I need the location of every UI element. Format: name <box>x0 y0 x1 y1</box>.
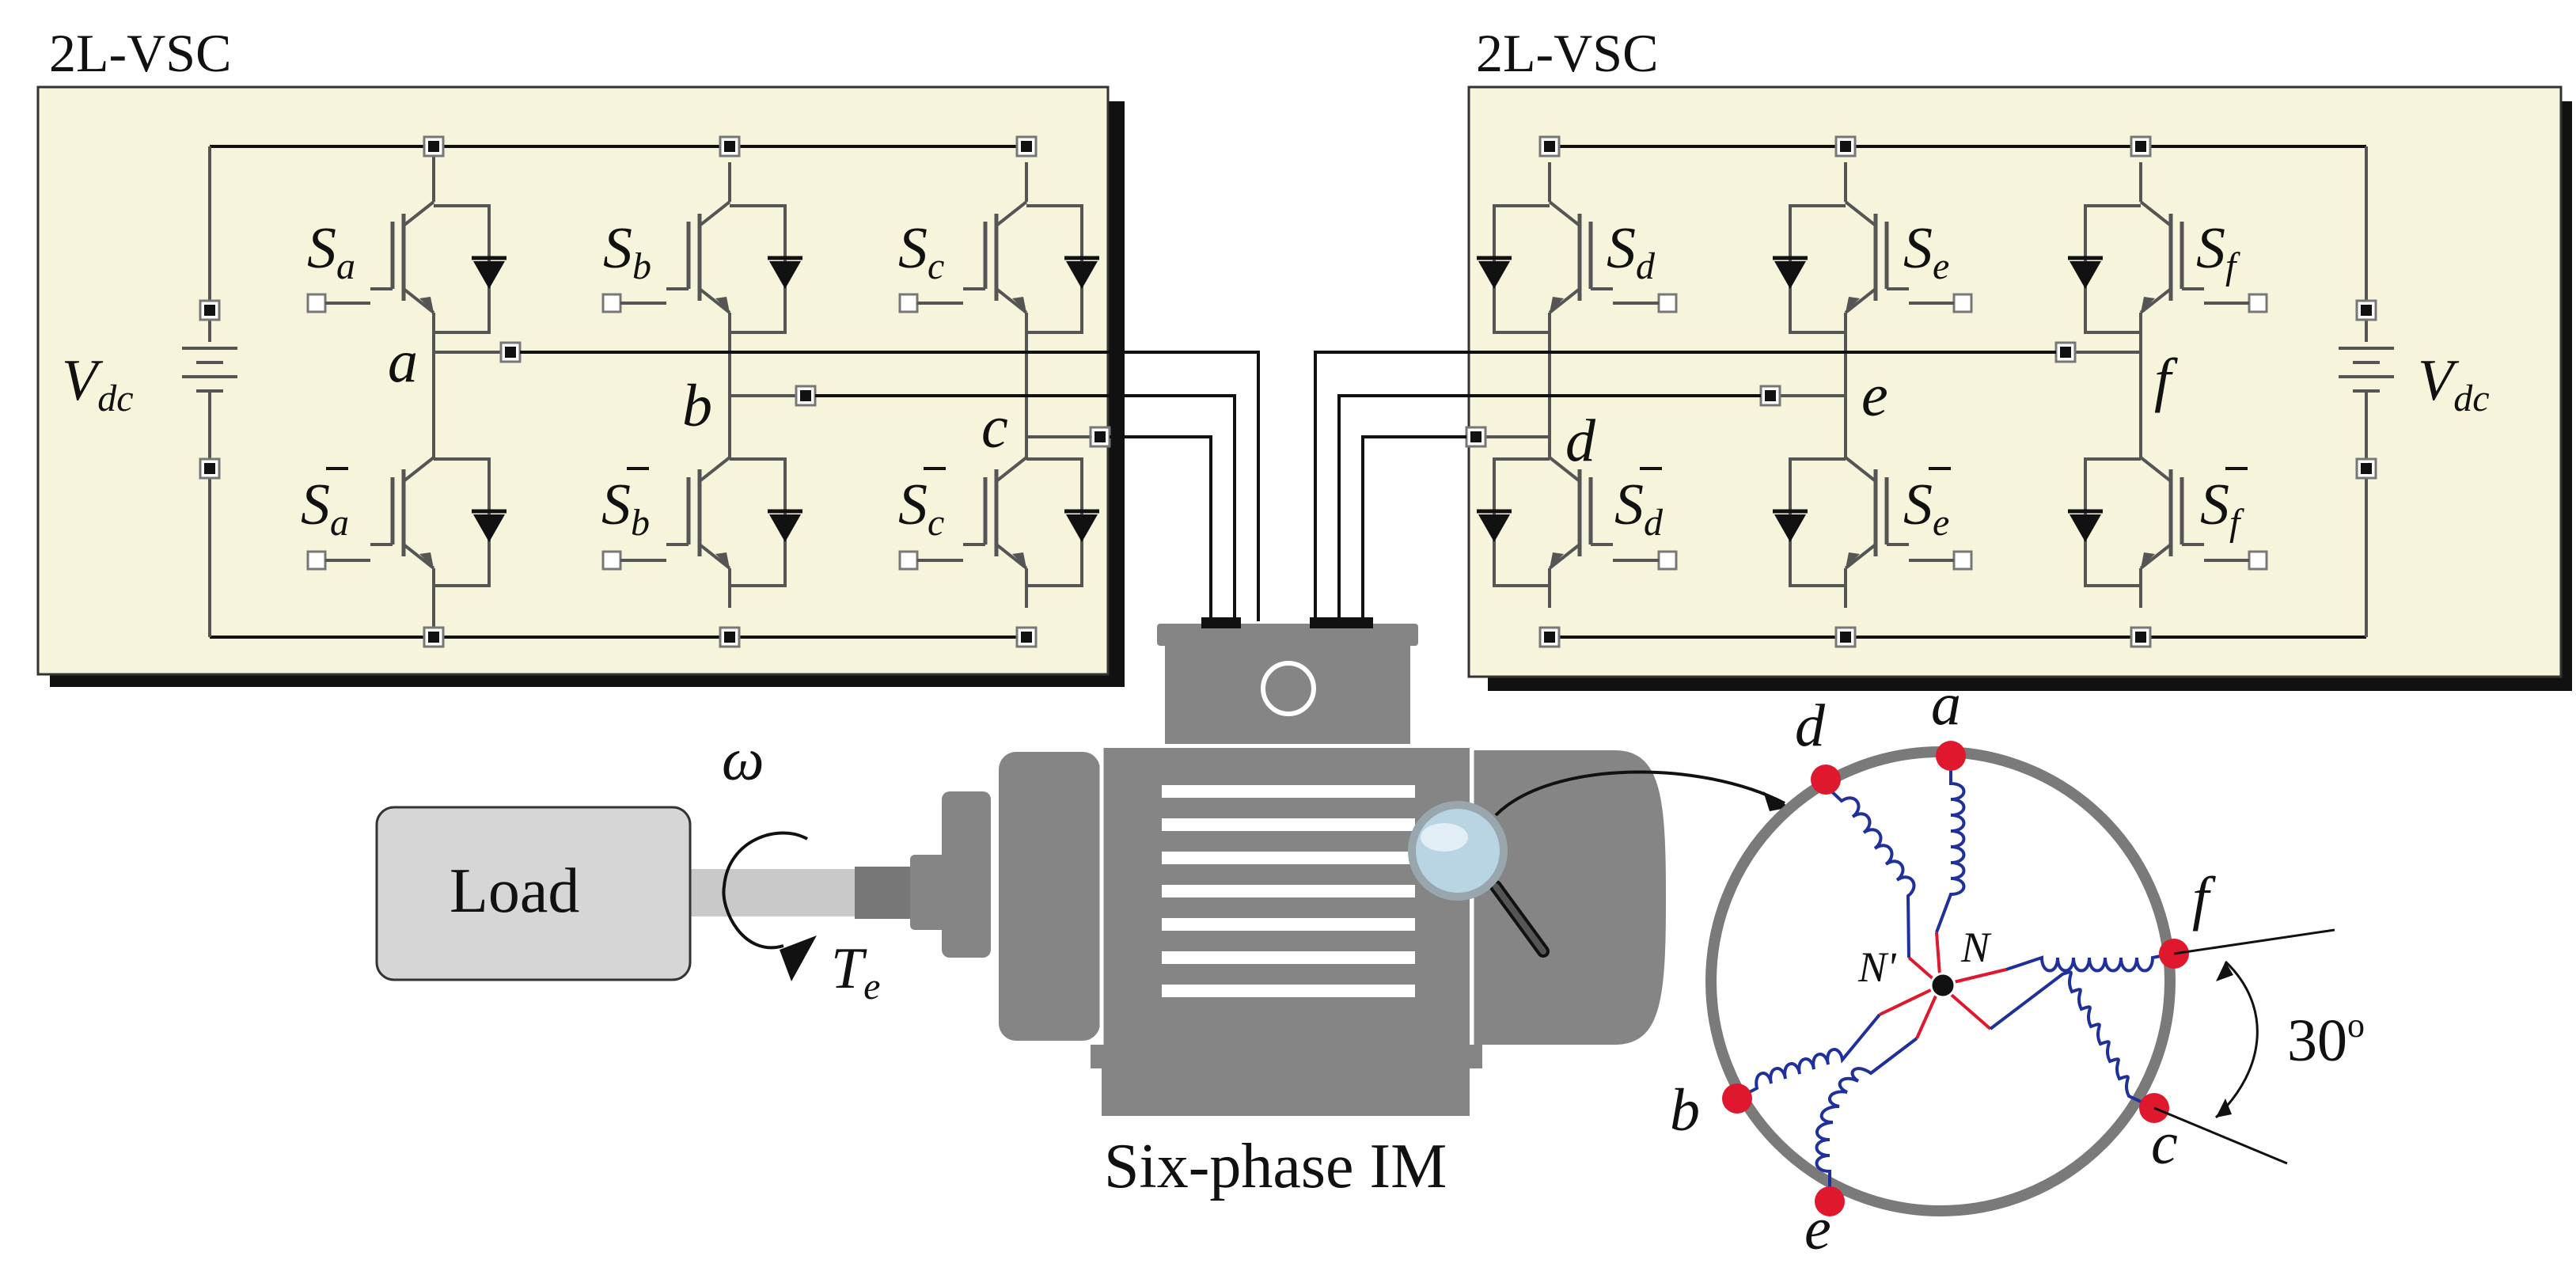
left-vdc-label: Vdc <box>62 348 134 419</box>
switch-label-se-bar: Se <box>1903 472 1949 544</box>
six-phase-motor: Six-phase IM <box>942 617 1666 1201</box>
terminal-a <box>1936 741 1966 771</box>
terminal-label-a: a <box>1931 671 1961 738</box>
terminal-label-f: f <box>2192 865 2216 932</box>
node-label-c: c <box>981 394 1008 461</box>
terminal-e <box>1815 1186 1845 1216</box>
switch-label-sb-bar: Sb <box>601 472 650 544</box>
magnifier-icon <box>1408 801 1550 958</box>
torque-label: Te <box>831 936 880 1007</box>
speed-label: ω <box>722 727 764 793</box>
motor-shaft-flange <box>942 791 991 958</box>
coil-d <box>1824 784 1916 958</box>
left-converter-title: 2L-VSC <box>49 23 231 83</box>
switch-label-sa-bar: Sa <box>301 472 349 544</box>
coil-b <box>1736 1013 1881 1100</box>
neutral-label-1: N' <box>1857 943 1897 991</box>
angle-label: 30o <box>2287 1006 2365 1074</box>
coil-e <box>1815 1037 1918 1195</box>
terminal-label-b: b <box>1670 1077 1700 1144</box>
terminal-b <box>1722 1083 1752 1114</box>
zoom-arrow <box>1494 770 1785 817</box>
node-label-b: b <box>682 373 712 439</box>
switch-label-sc-bar: Sc <box>898 472 944 544</box>
switch-label-sd-bar: Sd <box>1614 472 1664 544</box>
motor-label: Six-phase IM <box>1104 1132 1447 1201</box>
right-leg-f <box>2068 135 2268 648</box>
angle-arc <box>2214 960 2259 1119</box>
node-label-a: a <box>388 328 418 395</box>
terminal-label-d: d <box>1795 693 1826 759</box>
node-label-e: e <box>1861 362 1888 429</box>
left-leg-c <box>898 135 1099 648</box>
right-converter-title: 2L-VSC <box>1476 23 1658 83</box>
switch-label-sd: Sd <box>1607 216 1656 287</box>
left-battery-icon <box>174 299 245 480</box>
rotation-arrow-icon <box>722 831 817 981</box>
neutral-label-2: N <box>1960 924 1992 971</box>
load-box: Load <box>375 806 692 981</box>
terminal-d <box>1811 765 1841 795</box>
switch-label-sa: Sa <box>307 216 355 287</box>
node-label-d: d <box>1565 408 1596 474</box>
switch-label-se: Se <box>1903 216 1949 287</box>
coil-c <box>1989 970 2152 1108</box>
left-leg-a <box>306 135 506 648</box>
terminal-label-e: e <box>1804 1196 1831 1262</box>
coil-a <box>1935 762 1966 933</box>
load-label: Load <box>450 856 579 926</box>
phase-cables <box>520 351 2056 621</box>
switch-label-sb: Sb <box>603 216 651 287</box>
right-converter: 2L-VSC Vdc <box>1465 23 2572 691</box>
right-battery-icon <box>2331 299 2402 480</box>
left-leg-b <box>601 135 802 648</box>
left-converter: 2L-VSC Vdc <box>36 23 1125 687</box>
right-leg-e <box>1773 135 1973 648</box>
right-vdc-label: Vdc <box>2418 348 2490 419</box>
right-leg-d <box>1477 135 1678 648</box>
terminal-label-c: c <box>2151 1110 2178 1177</box>
coil-f <box>2005 952 2173 973</box>
neutral-point <box>1929 972 1956 999</box>
winding-diagram: N' N a d f b c e 30o <box>1670 671 2365 1262</box>
switch-label-sc: Sc <box>898 216 944 287</box>
